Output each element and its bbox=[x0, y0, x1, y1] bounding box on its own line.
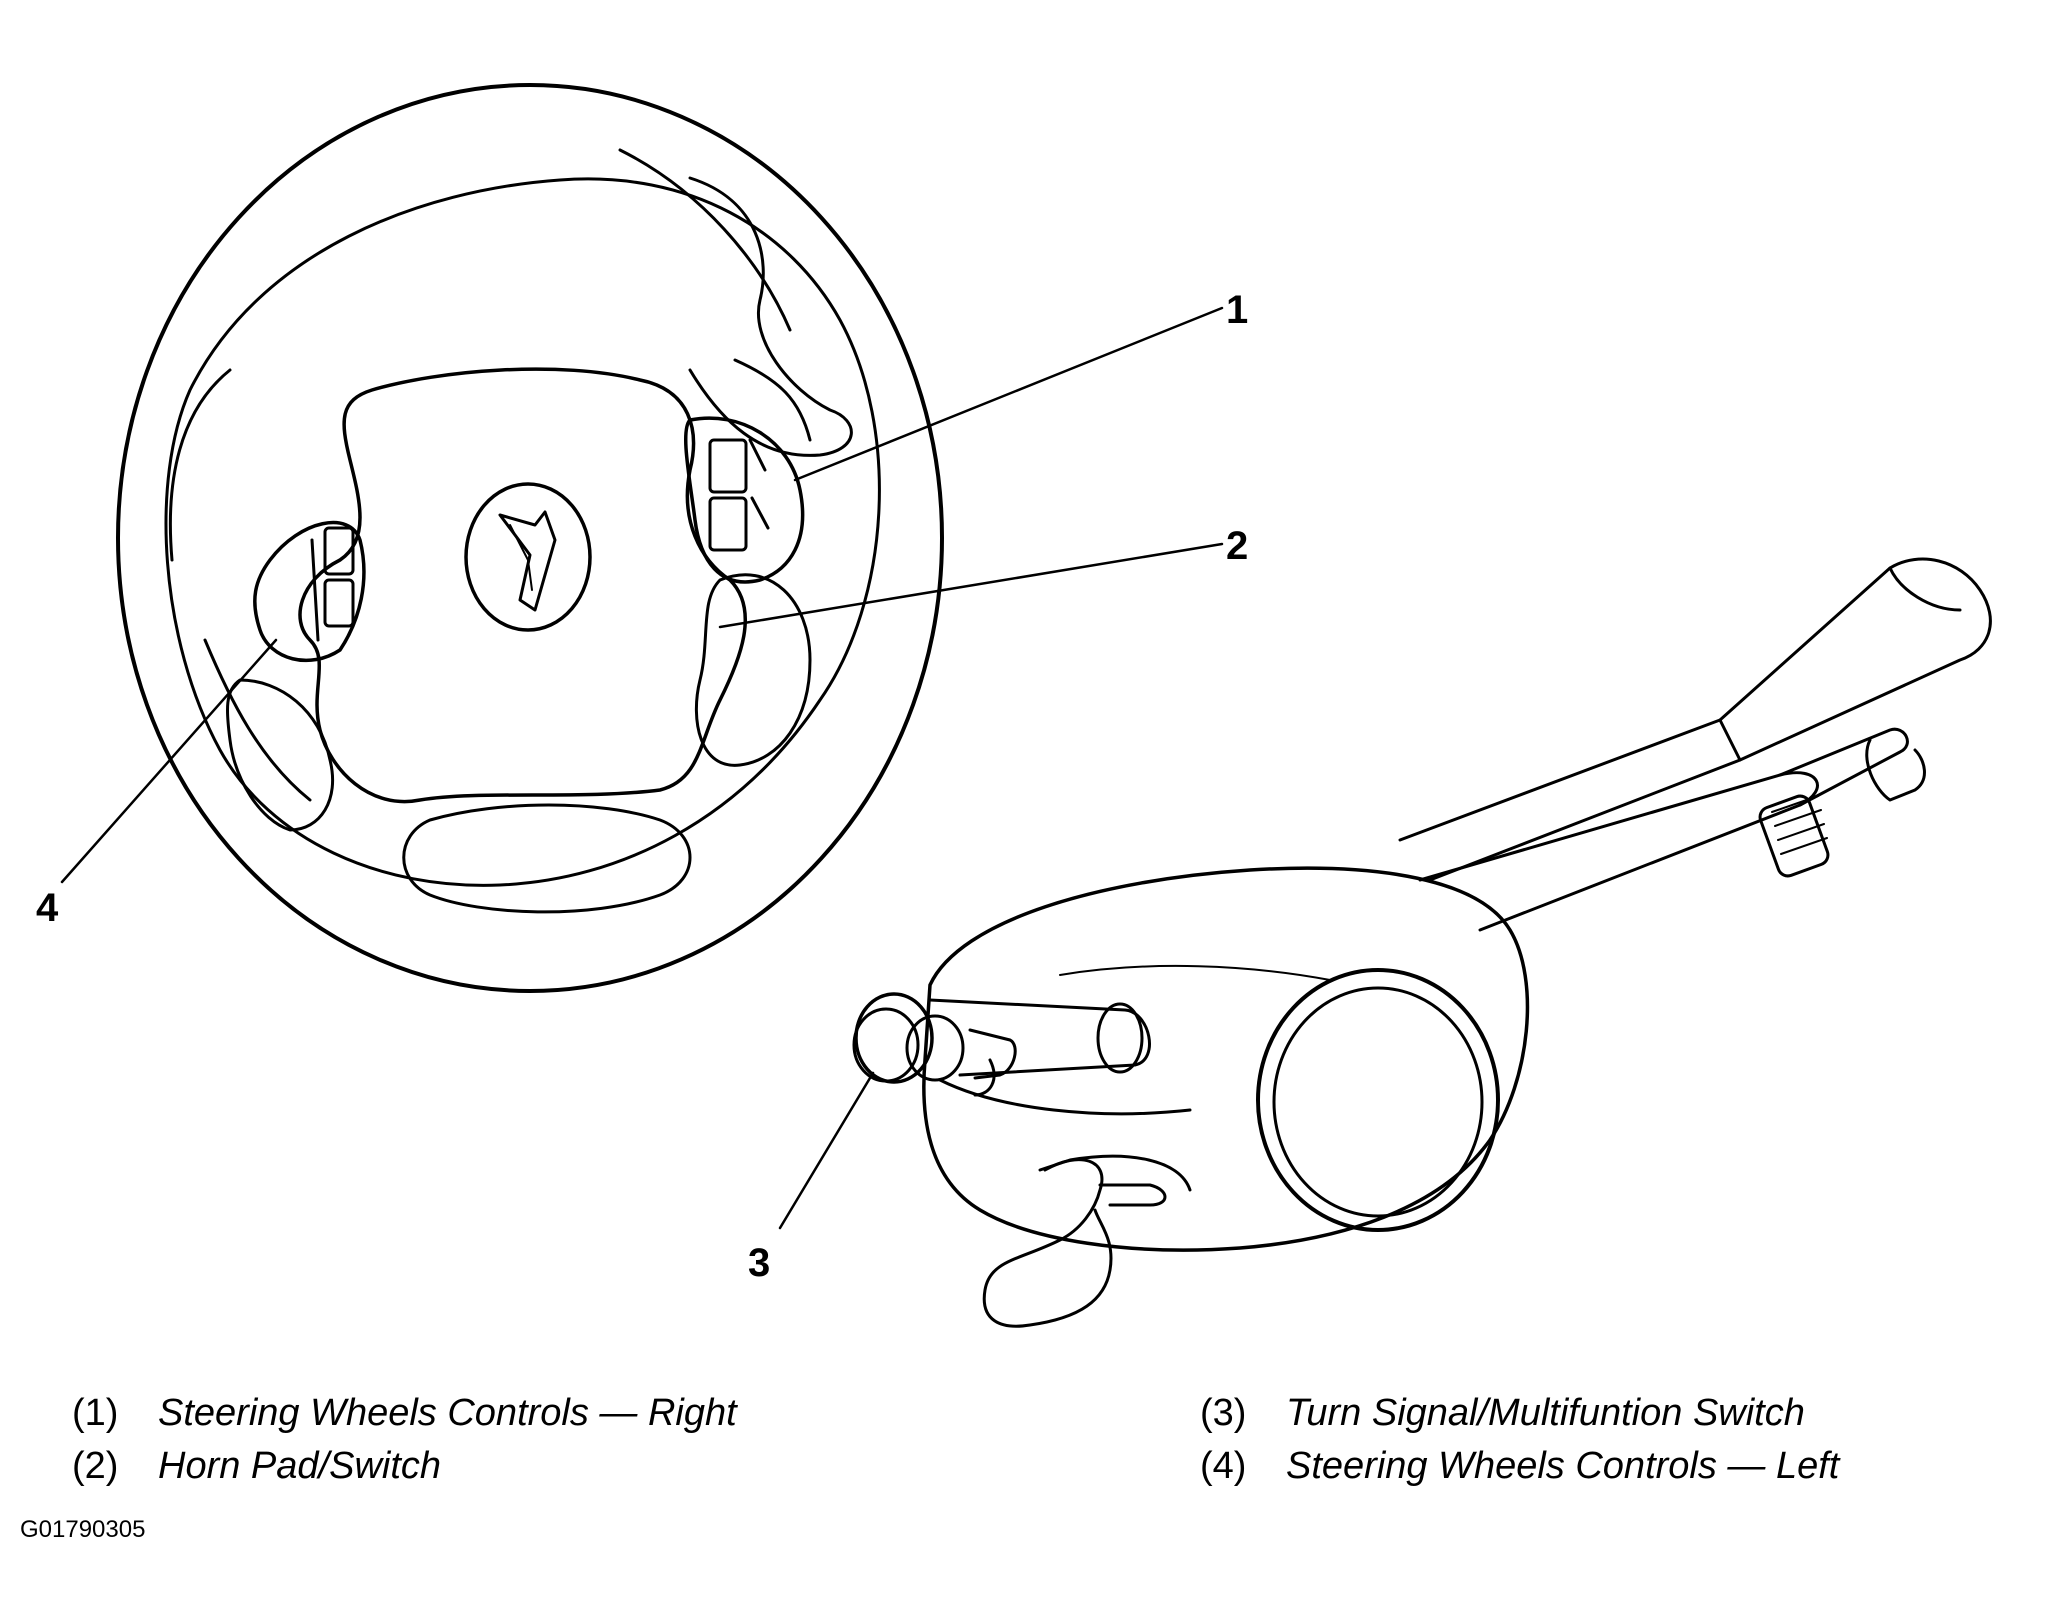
steering-wheel bbox=[116, 83, 944, 993]
upper-spoke bbox=[688, 176, 853, 457]
column-opening-inner bbox=[1272, 986, 1484, 1218]
wiper-stalk bbox=[1418, 771, 1819, 932]
wheel-rim-inner bbox=[164, 177, 881, 887]
leader-line-4 bbox=[60, 638, 278, 884]
lower-right-pad bbox=[694, 573, 812, 767]
multifunction-switch bbox=[852, 557, 1992, 1328]
leader-line-3 bbox=[778, 1071, 875, 1230]
column-opening-outer bbox=[1256, 968, 1500, 1232]
left-steering-wheel-controls bbox=[253, 520, 366, 663]
rim-highlight bbox=[618, 148, 812, 442]
leader-line-2 bbox=[718, 542, 1224, 629]
wiper-knurl bbox=[1758, 794, 1830, 878]
callout-2: 2 bbox=[1226, 524, 1249, 568]
legend-item-2: (2) Horn Pad/Switch bbox=[72, 1447, 441, 1485]
figure-id: G01790305 bbox=[20, 1516, 146, 1543]
pontiac-emblem-icon bbox=[464, 482, 592, 632]
turn-signal-stalk bbox=[928, 998, 1151, 1077]
lower-center-pad bbox=[402, 803, 692, 914]
legend-number: (1) bbox=[72, 1392, 119, 1434]
lower-lever bbox=[982, 1158, 1113, 1328]
callout-3: 3 bbox=[748, 1241, 771, 1285]
legend-item-4: (4) Steering Wheels Controls — Left bbox=[1200, 1447, 1839, 1485]
rim-left-contour bbox=[168, 368, 312, 802]
leader-lines bbox=[60, 306, 1224, 1230]
lower-left-pad bbox=[225, 678, 335, 832]
legend-number: (3) bbox=[1200, 1392, 1247, 1434]
callout-4: 4 bbox=[36, 886, 59, 930]
legend-text: Steering Wheels Controls — Right bbox=[158, 1392, 737, 1434]
legend-item-3: (3) Turn Signal/Multifuntion Switch bbox=[1200, 1394, 1805, 1432]
legend-item-1: (1) Steering Wheels Controls — Right bbox=[72, 1394, 737, 1432]
legend-number: (2) bbox=[72, 1445, 119, 1487]
legend-text: Turn Signal/Multifuntion Switch bbox=[1286, 1392, 1805, 1434]
legend-number: (4) bbox=[1200, 1445, 1247, 1487]
legend-text: Horn Pad/Switch bbox=[158, 1445, 442, 1487]
callout-1: 1 bbox=[1226, 288, 1249, 332]
leader-line-1 bbox=[793, 306, 1224, 482]
upper-stalk bbox=[1398, 718, 1742, 882]
horn-pad bbox=[298, 367, 747, 804]
wheel-rim-outer bbox=[116, 83, 944, 993]
stalk-buttons bbox=[852, 992, 1017, 1097]
right-steering-wheel-controls bbox=[684, 416, 805, 584]
legend-text: Steering Wheels Controls — Left bbox=[1286, 1445, 1840, 1487]
